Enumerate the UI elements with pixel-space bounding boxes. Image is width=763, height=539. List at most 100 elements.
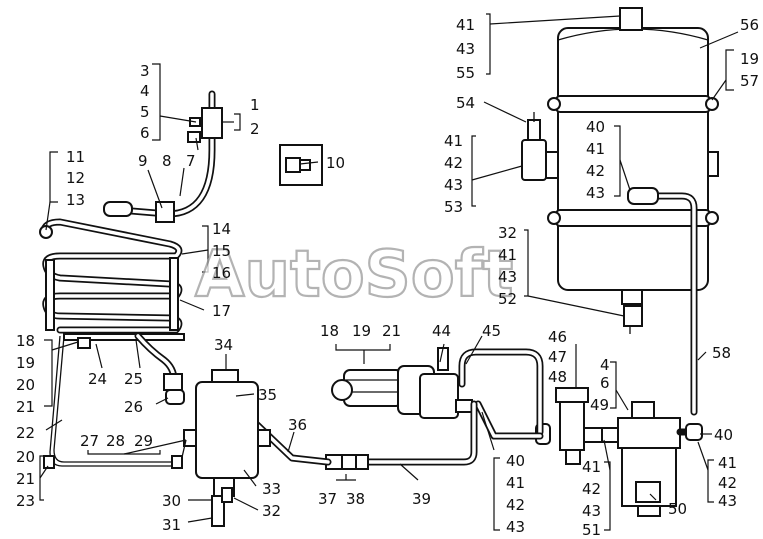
pipe-45 <box>458 348 544 436</box>
callout-label: 22 <box>16 424 35 442</box>
moisture-separator <box>599 401 703 517</box>
callout-label: 43 <box>456 40 475 58</box>
callout-label: 48 <box>548 368 567 386</box>
callout-label: 58 <box>712 344 731 362</box>
callout-label: 3 <box>140 62 150 80</box>
callout-label: 37 <box>318 490 337 508</box>
callout-label: 41 <box>498 246 517 264</box>
callout-label: 19 <box>740 50 759 68</box>
callout-label: 52 <box>498 290 517 308</box>
callout-label: 15 <box>212 242 231 260</box>
callout-label: 35 <box>258 386 277 404</box>
callout-labels: 3 4 5 6 1 2 7 8 9 10 11 12 13 14 15 16 1… <box>16 16 759 539</box>
callout-label: 4 <box>600 356 610 374</box>
pipe-39 <box>325 400 478 470</box>
callout-label: 34 <box>214 336 233 354</box>
callout-label: 49 <box>590 396 609 414</box>
oil-separator <box>183 369 271 527</box>
callout-label: 43 <box>506 518 525 536</box>
callout-label: 18 <box>16 332 35 350</box>
callout-label: 23 <box>16 492 35 510</box>
callout-label: 29 <box>134 432 153 450</box>
callout-label: 43 <box>718 492 737 510</box>
callout-label: 43 <box>444 176 463 194</box>
callout-label: 16 <box>212 264 231 282</box>
callout-label: 47 <box>548 348 567 366</box>
callout-label: 31 <box>162 516 181 534</box>
callout-label: 43 <box>498 268 517 286</box>
callout-label: 41 <box>582 458 601 476</box>
pressure-regulator <box>535 387 603 465</box>
callout-label: 2 <box>250 120 260 138</box>
callout-label: 57 <box>740 72 759 90</box>
callout-label: 33 <box>262 480 281 498</box>
callout-label: 8 <box>162 152 172 170</box>
callout-label: 41 <box>586 140 605 158</box>
callout-label: 10 <box>326 154 345 172</box>
callout-label: 18 <box>320 322 339 340</box>
callout-label: 25 <box>124 370 143 388</box>
bracket-22 <box>43 335 187 469</box>
compressor-assembly <box>331 347 473 419</box>
callout-label: 42 <box>586 162 605 180</box>
callout-label: 21 <box>16 470 35 488</box>
leader-lines <box>39 13 739 531</box>
callout-label: 9 <box>138 152 148 170</box>
callout-label: 13 <box>66 191 85 209</box>
callout-label: 5 <box>140 103 150 121</box>
callout-label: 6 <box>140 124 150 142</box>
callout-label: 26 <box>124 398 143 416</box>
callout-label: 24 <box>88 370 107 388</box>
callout-label: 21 <box>16 398 35 416</box>
callout-label: 44 <box>432 322 451 340</box>
callout-label: 53 <box>444 198 463 216</box>
callout-label: 17 <box>212 302 231 320</box>
callout-label: 46 <box>548 328 567 346</box>
callout-label: 40 <box>586 118 605 136</box>
callout-label: 28 <box>106 432 125 450</box>
callout-label: 27 <box>80 432 99 450</box>
pipe-58 <box>627 187 698 416</box>
callout-label: 42 <box>718 474 737 492</box>
air-receiver-tank <box>543 7 719 305</box>
callout-label: 1 <box>250 96 260 114</box>
callout-label: 4 <box>140 82 150 100</box>
callout-label: 19 <box>16 354 35 372</box>
callout-label: 55 <box>456 64 475 82</box>
callout-label: 38 <box>346 490 365 508</box>
callout-label: 50 <box>668 500 687 518</box>
cooling-coil <box>39 218 185 341</box>
pipe-8-9 <box>103 90 223 223</box>
pressure-valve <box>521 112 547 181</box>
callout-label: 54 <box>456 94 475 112</box>
callout-label: 45 <box>482 322 501 340</box>
callout-label: 32 <box>262 502 281 520</box>
callout-label: 20 <box>16 448 35 466</box>
callout-label: 36 <box>288 416 307 434</box>
callout-label: 32 <box>498 224 517 242</box>
callout-label: 40 <box>714 426 733 444</box>
pipe-40-43 <box>474 400 544 440</box>
callout-label: 41 <box>506 474 525 492</box>
drain-valve <box>623 305 643 334</box>
watermark: AutoSoft <box>195 238 513 312</box>
callout-label: 43 <box>586 184 605 202</box>
callout-label: 30 <box>162 492 181 510</box>
callout-label: 20 <box>16 376 35 394</box>
callout-label: 41 <box>718 454 737 472</box>
fitting-10-inset <box>279 144 323 186</box>
pipe-25 <box>134 332 185 405</box>
callout-label: 41 <box>444 132 463 150</box>
callout-label: 6 <box>600 374 610 392</box>
callout-label: 39 <box>412 490 431 508</box>
callout-label: 7 <box>186 152 196 170</box>
callout-label: 14 <box>212 220 231 238</box>
callout-label: 42 <box>582 480 601 498</box>
callout-label: 56 <box>740 16 759 34</box>
callout-label: 43 <box>582 502 601 520</box>
callout-label: 21 <box>382 322 401 340</box>
callout-label: 19 <box>352 322 371 340</box>
callout-label: 42 <box>506 496 525 514</box>
